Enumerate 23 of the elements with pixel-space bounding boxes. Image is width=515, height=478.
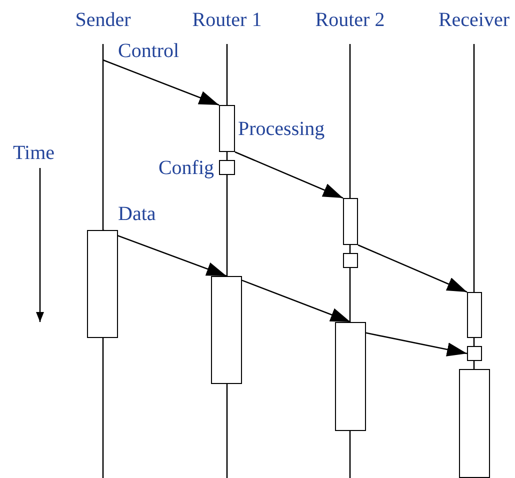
edge-label: Data: [118, 202, 156, 227]
activation-box: [219, 160, 235, 175]
arrow: [358, 244, 468, 293]
activation-box: [343, 253, 358, 268]
activation-box: [459, 369, 490, 478]
activation-box: [211, 276, 242, 384]
lifeline-header: Sender: [75, 6, 131, 34]
arrow: [102, 229, 227, 277]
lifeline-header: Router 2: [315, 6, 385, 34]
lifeline-header: Receiver: [438, 6, 510, 34]
activation-box: [343, 198, 358, 245]
activation-box: [467, 292, 482, 338]
arrow: [102, 59, 220, 106]
activation-box: [87, 230, 118, 338]
activation-box: [219, 105, 235, 152]
lifeline-header: Router 1: [192, 6, 262, 34]
arrow: [234, 151, 344, 199]
edge-label: Control: [118, 39, 180, 64]
arrow: [242, 280, 351, 323]
axis-label: Time: [13, 141, 55, 166]
activation-box: [335, 322, 366, 431]
activation-box: [467, 346, 482, 361]
arrow: [366, 332, 468, 356]
